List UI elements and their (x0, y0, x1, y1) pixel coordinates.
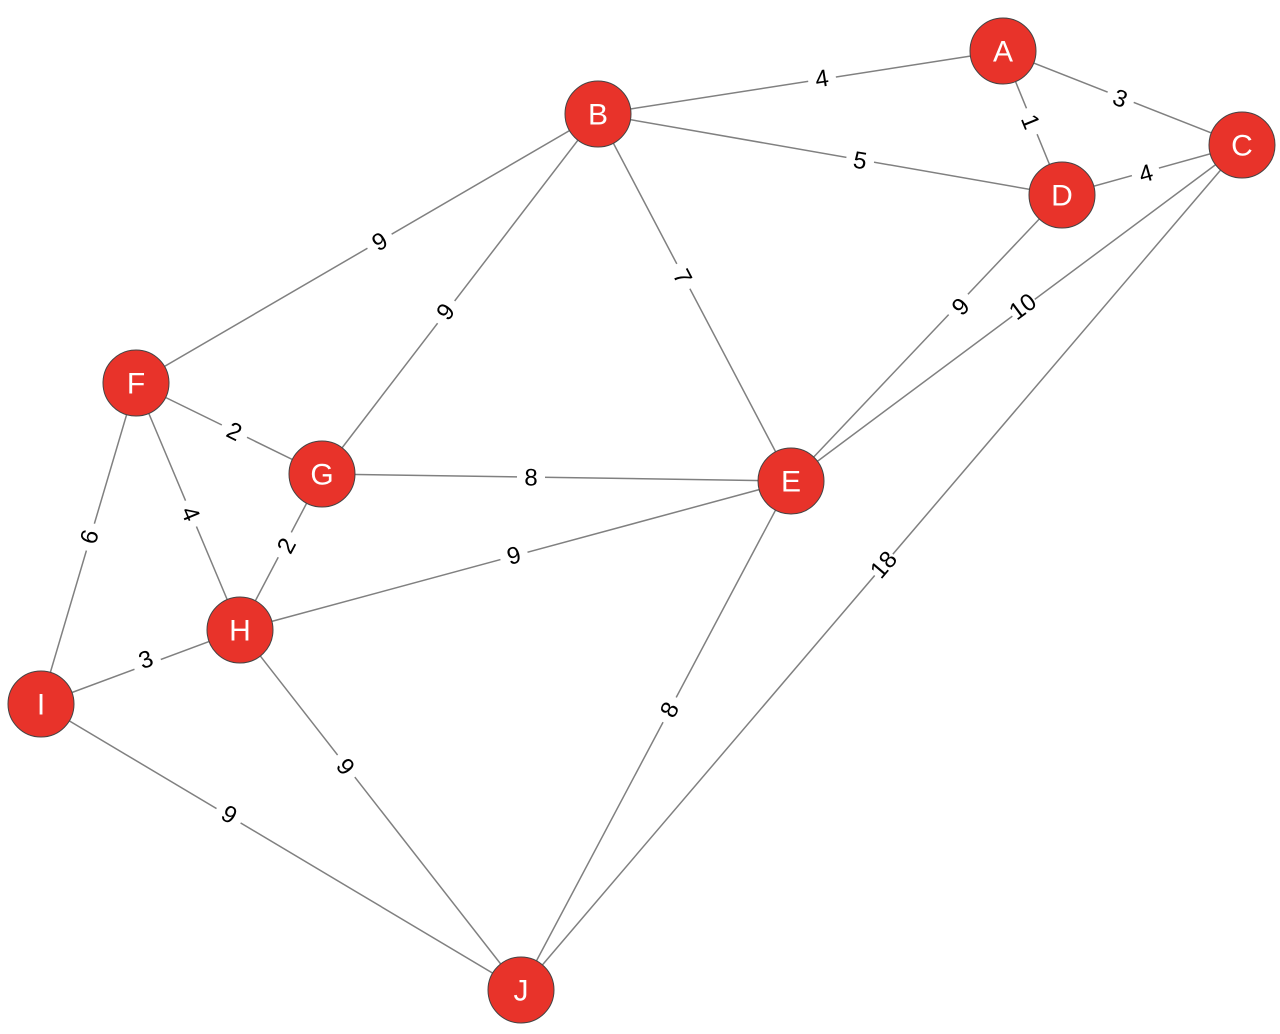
edge-label-background (1012, 104, 1048, 140)
node-circle (1028, 161, 1096, 229)
node-c: C (1208, 111, 1276, 179)
edge-i-j (40, 703, 522, 991)
edge-label-background (427, 292, 465, 332)
node-a: A (969, 17, 1037, 85)
edge-label-background (651, 691, 689, 729)
edge-b-d (597, 113, 1063, 196)
edge-label-background (73, 519, 107, 555)
node-circle (757, 447, 825, 515)
node-label: D (1051, 180, 1073, 213)
edge-label-background (497, 539, 531, 573)
edge-label-background (516, 464, 546, 492)
edge-label-background (806, 64, 838, 94)
edge-label-background (326, 747, 364, 787)
node-circle (1208, 111, 1276, 179)
node-label: G (310, 459, 333, 492)
node-label: E (781, 466, 801, 499)
edge-label-background (210, 796, 248, 834)
edge-label-background (1129, 157, 1163, 191)
edge-label-background (361, 223, 399, 261)
edge-weight-c-e: 10 (1004, 288, 1042, 326)
node-circle (7, 670, 75, 738)
edge-label-background (268, 527, 306, 565)
edge-a-b (597, 50, 1004, 115)
nodes-layer: A B C D E F G H I J (7, 17, 1276, 1024)
edge-d-e (790, 194, 1063, 482)
node-label: B (588, 99, 608, 132)
node-circle (288, 440, 356, 508)
node-label: H (229, 615, 251, 648)
node-d: D (1028, 161, 1096, 229)
node-circle (487, 956, 555, 1024)
node-label: I (37, 689, 45, 722)
edge-label-background (663, 258, 701, 296)
edge-label-background (941, 287, 981, 327)
node-circle (206, 596, 274, 664)
node-circle (102, 349, 170, 417)
edge-h-j (239, 629, 522, 991)
node-label: J (514, 975, 529, 1008)
edge-label-background (128, 642, 164, 678)
node-f: F (102, 349, 170, 417)
edge-label-background (1004, 288, 1042, 326)
node-h: H (206, 596, 274, 664)
edge-g-e (321, 473, 792, 482)
edge-label-background (865, 545, 903, 585)
node-circle (969, 17, 1037, 85)
edge-b-e (597, 113, 792, 482)
edge-e-j (520, 480, 792, 991)
edge-label-background (1102, 81, 1138, 117)
node-e: E (757, 447, 825, 515)
node-circle (564, 80, 632, 148)
node-label: F (127, 368, 145, 401)
edge-label-background (215, 414, 253, 450)
node-j: J (487, 956, 555, 1024)
node-g: G (288, 440, 356, 508)
node-label: C (1231, 130, 1253, 163)
edge-weight-c-j: 18 (865, 546, 903, 584)
node-i: I (7, 670, 75, 738)
node-label: A (993, 36, 1013, 69)
edge-label-background (172, 496, 208, 532)
edge-weight-g-e: 8 (524, 464, 538, 491)
node-b: B (564, 80, 632, 148)
edge-weight-a-b: 4 (813, 65, 830, 94)
edge-b-g (321, 113, 599, 475)
edge-label-background (843, 145, 877, 177)
edge-b-f (135, 113, 599, 384)
edge-weight-b-d: 5 (851, 147, 869, 176)
